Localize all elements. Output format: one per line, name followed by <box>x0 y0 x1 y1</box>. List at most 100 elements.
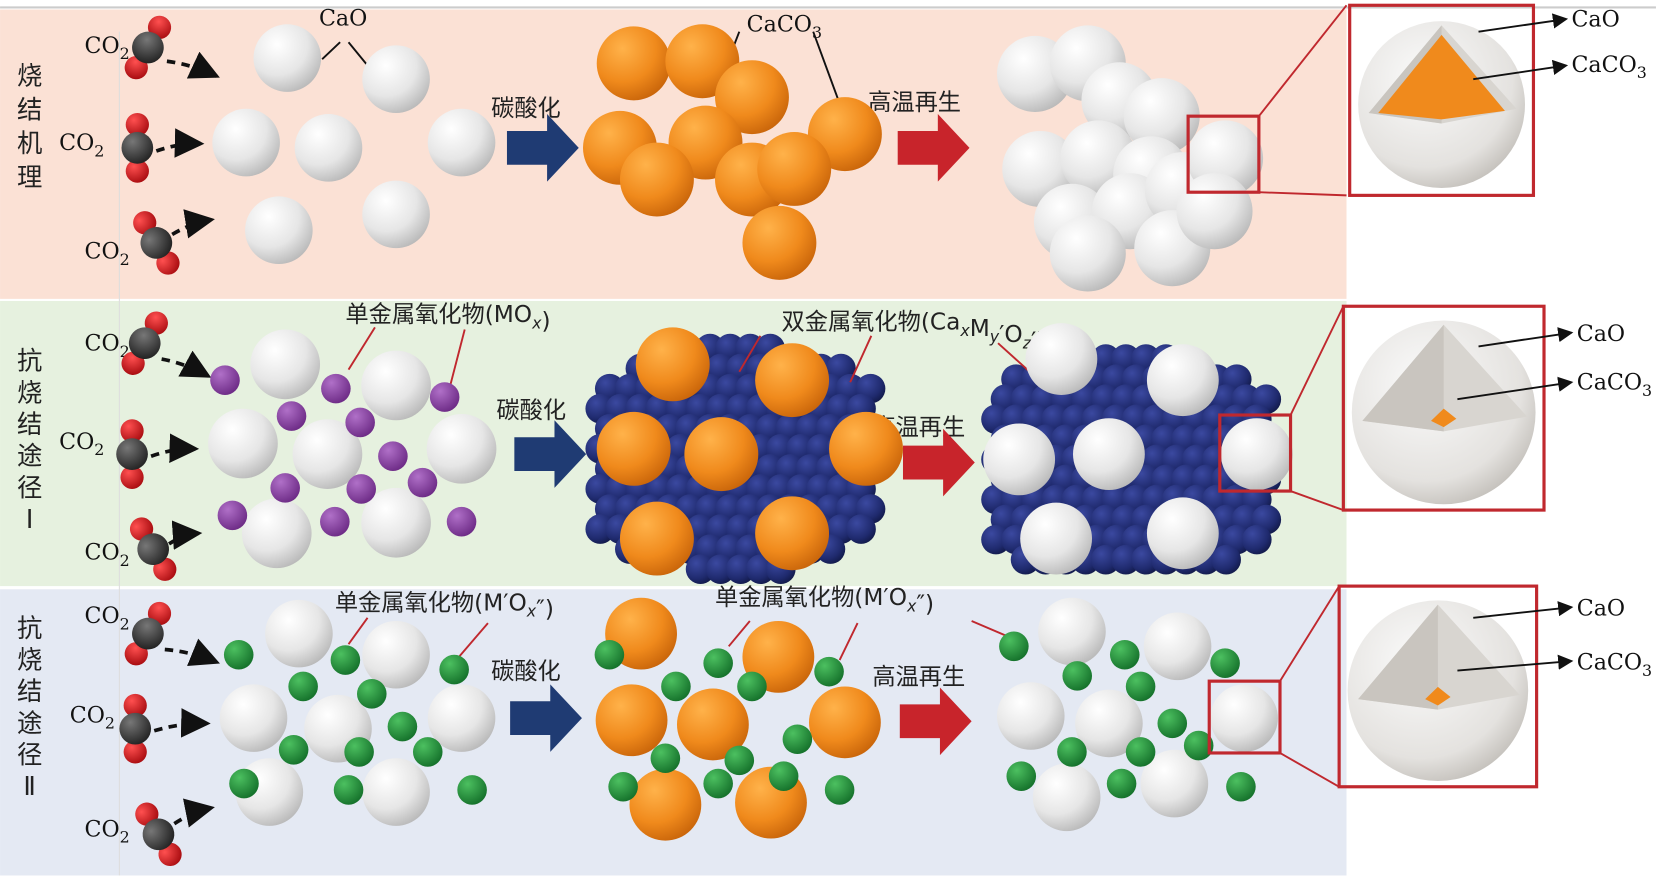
oxygen-atom <box>120 465 144 489</box>
leader-line <box>738 335 762 373</box>
co2-molecule <box>119 693 152 764</box>
row-side-label: 径 <box>17 740 42 770</box>
mprime-ox-particle <box>1125 737 1156 767</box>
diffusion-arrow <box>161 350 212 378</box>
carbon-atom <box>132 31 164 64</box>
caco3-core <box>1431 408 1457 428</box>
co2-molecule <box>135 802 182 867</box>
diffusion-arrow <box>164 638 220 667</box>
caco3-particle <box>635 327 710 402</box>
cao-particle <box>361 487 431 558</box>
caco3-particle <box>742 205 817 280</box>
diffusion-arrow <box>155 128 205 158</box>
cao-particle <box>1220 418 1293 491</box>
pointer-arrow <box>1473 601 1574 619</box>
caco3-core <box>1425 686 1451 706</box>
cao-particle <box>265 599 333 668</box>
inset-caco3-label: CaCO3 <box>1577 370 1652 400</box>
regeneration-arrow <box>902 428 975 497</box>
cao-particle <box>208 408 278 479</box>
co2-label: CO2 <box>59 429 104 459</box>
caco3-particle <box>595 684 668 757</box>
co2-molecule <box>121 311 168 375</box>
row-side-label: Ⅱ <box>23 771 35 801</box>
inset-caco3-label: CaCO3 <box>1571 52 1646 82</box>
cao-particle <box>1049 215 1126 292</box>
cao-particle <box>1140 749 1209 818</box>
mprime-ox-particle <box>330 645 361 675</box>
mprime-ox-particle <box>1226 771 1256 802</box>
diffusion-arrow <box>173 798 215 828</box>
cut-face <box>1362 324 1444 432</box>
co2-molecule <box>124 601 172 666</box>
cao-particle <box>212 108 280 177</box>
cao-particle <box>427 108 496 177</box>
caco3-particle <box>629 768 702 841</box>
mox-particle <box>429 382 460 412</box>
highlight-box <box>1348 3 1536 197</box>
row-side-label: 理 <box>17 162 42 192</box>
caco3-particle <box>619 501 694 576</box>
row-side-label: 途 <box>17 708 42 738</box>
leader-line <box>347 41 369 67</box>
leader-line <box>347 617 369 645</box>
row-side-label: 抗 <box>17 346 42 376</box>
co2-label: CO2 <box>85 540 130 570</box>
mprime-ox-particle <box>278 735 309 765</box>
carbon-atom <box>128 327 161 360</box>
leader-line <box>849 335 873 383</box>
mprime-ox-particle <box>737 671 767 702</box>
cao-particle <box>362 180 430 249</box>
row-side-label: 机 <box>17 128 42 158</box>
leader-line <box>1258 4 1348 117</box>
cao-particle <box>996 682 1065 750</box>
mox-particle <box>276 401 307 431</box>
co2-molecule <box>124 15 172 80</box>
cao-particle <box>1075 689 1143 758</box>
mprime-ox-particle <box>1006 761 1037 791</box>
caco3-particle <box>596 26 671 101</box>
mprime-ox-particle <box>608 771 638 802</box>
oxygen-atom <box>120 419 144 443</box>
oxygen-atom <box>125 159 149 183</box>
cao-particle <box>1032 763 1101 832</box>
row-side-label: Ⅰ <box>26 504 33 534</box>
mox-particle <box>407 467 438 498</box>
co2-label: CO2 <box>85 33 130 63</box>
cao-particle <box>1146 344 1219 417</box>
caco3-label: CaCO3 <box>747 12 822 42</box>
carbon-atom <box>116 438 148 470</box>
co2-molecule <box>121 112 154 183</box>
mox-particle <box>446 506 477 537</box>
mox-particle <box>270 473 300 503</box>
pointer-arrow <box>1473 59 1569 81</box>
caco3-particle <box>829 411 903 486</box>
carbonation-arrow <box>506 114 579 182</box>
carbon-atom <box>142 818 175 851</box>
co2-label: CO2 <box>85 603 130 633</box>
carbon-atom <box>137 533 170 565</box>
mprime-ox-particle <box>1057 737 1087 767</box>
binary-oxide-particle <box>1242 524 1272 555</box>
leader-line <box>1279 752 1340 788</box>
leader-line <box>838 622 859 661</box>
mprime-ox-particle <box>650 743 681 774</box>
carbonation-label: 碳酸化 <box>491 658 561 685</box>
inset-cao-label: CaO <box>1577 321 1625 347</box>
cao-particle <box>1038 597 1106 666</box>
caco3-particle <box>755 343 830 418</box>
oxygen-atom <box>123 693 147 718</box>
leader-line <box>347 326 376 371</box>
mox-particle <box>345 407 375 438</box>
cao-particle <box>1210 684 1278 752</box>
cao-particle <box>219 684 288 752</box>
mprime-ox-particle <box>661 671 691 702</box>
leader-line <box>1290 490 1344 511</box>
cao-particle <box>245 196 313 265</box>
caco3-particle <box>676 688 749 761</box>
row-side-label: 径 <box>17 472 42 502</box>
cao-particle <box>362 45 430 113</box>
mprime-ox-particle <box>703 768 733 799</box>
cut-face <box>1358 604 1438 710</box>
mprime-ox-particle <box>782 724 813 755</box>
